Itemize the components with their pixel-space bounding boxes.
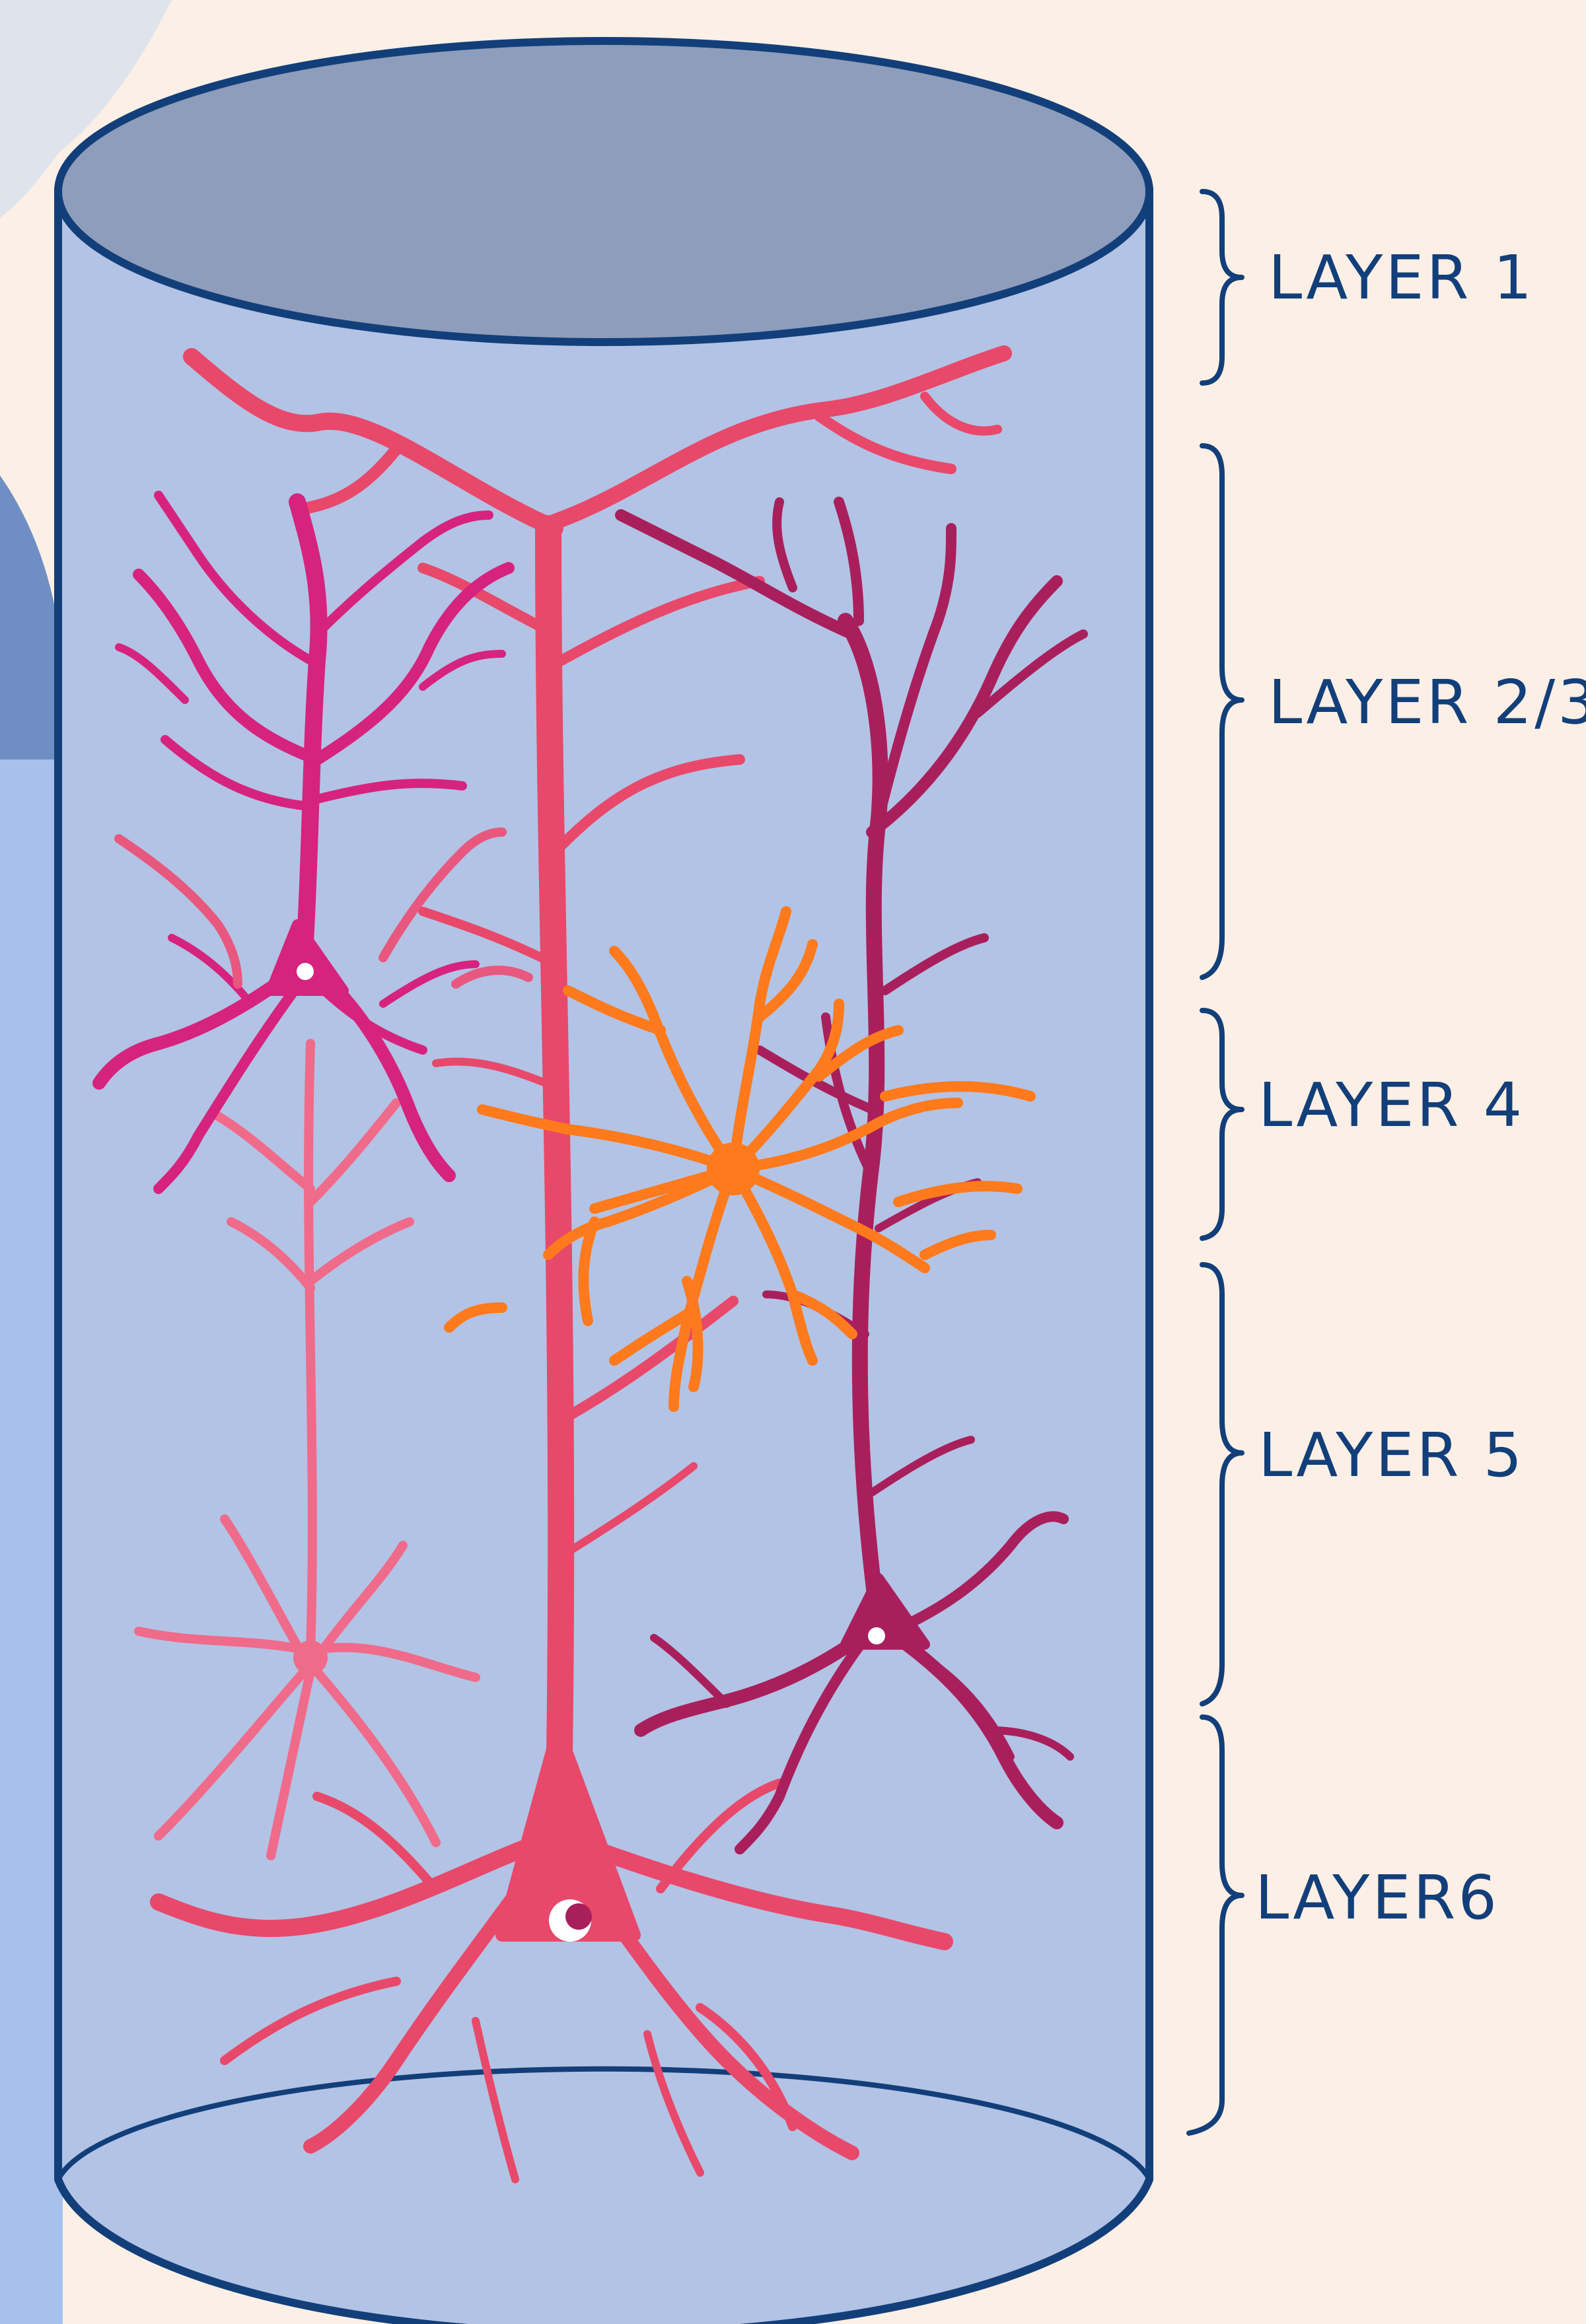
layer-5-label: LAYER 5 — [1258, 1420, 1525, 1491]
layer-2-3-label: LAYER 2/3 — [1268, 667, 1586, 738]
column-top — [58, 41, 1149, 342]
layer-5-nucleus — [868, 1627, 885, 1644]
layer-2-3-nucleus — [297, 963, 314, 980]
layer-6-label: LAYER6 — [1255, 1862, 1499, 1933]
column-body — [58, 192, 1149, 2324]
layer-1-label: LAYER 1 — [1268, 242, 1534, 313]
layer-4-label: LAYER 4 — [1258, 1070, 1525, 1141]
